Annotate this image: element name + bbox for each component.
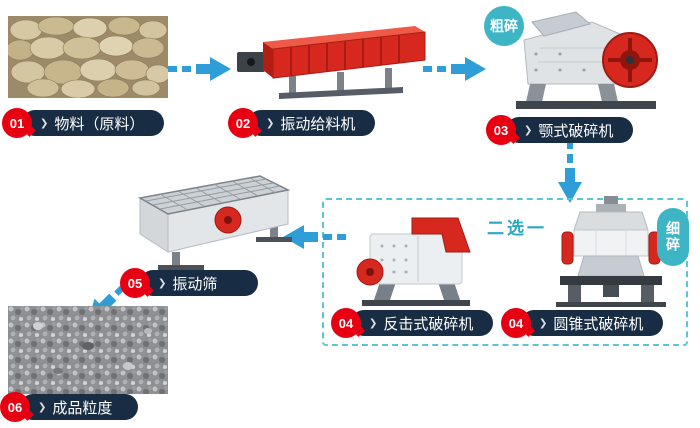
step-02-label-pill: ❯ 振动给料机 — [248, 110, 376, 136]
chevron-icon: ❯ — [158, 277, 167, 289]
step-04-cone: 04 ❯ 圆锥式破碎机 — [501, 308, 664, 338]
stones-illustration — [8, 16, 168, 98]
vibrating-screen-icon — [137, 175, 292, 270]
step-06-number-badge: 06 — [0, 392, 30, 422]
step-06-label: 成品粒度 — [52, 399, 113, 417]
arrow-left-icon — [283, 225, 346, 249]
step-03-number-badge: 03 — [486, 115, 516, 145]
fine-crushing-badge: 细碎 — [657, 208, 689, 266]
chevron-icon: ❯ — [38, 401, 47, 413]
aggregate-illustration — [8, 306, 168, 394]
flow-arrow-right-2 — [423, 55, 487, 83]
step-03: 03 ❯ 颚式破碎机 — [486, 115, 634, 145]
finished-product-photo — [8, 306, 168, 394]
step-05: 05 ❯ 振动筛 — [120, 268, 258, 298]
chevron-icon: ❯ — [40, 117, 49, 129]
step-01-label: 物料（原料） — [54, 115, 145, 133]
impact-crusher-illustration — [352, 210, 482, 310]
step-04-cone-label: 圆锥式破碎机 — [553, 315, 644, 333]
impact-crusher-icon — [356, 217, 471, 306]
flow-arrow-left — [282, 223, 346, 251]
step-04-impact-label-pill: ❯ 反击式破碎机 — [351, 310, 494, 336]
step-01-number-badge: 01 — [2, 108, 32, 138]
step-02: 02 ❯ 振动给料机 — [228, 108, 376, 138]
cone-crusher-illustration — [556, 196, 666, 308]
coarse-crushing-badge: 粗碎 — [484, 6, 524, 46]
step-06-label-pill: ❯ 成品粒度 — [20, 394, 138, 420]
step-04-cone-label-pill: ❯ 圆锥式破碎机 — [521, 310, 664, 336]
step-03-label-pill: ❯ 颚式破碎机 — [506, 117, 634, 143]
step-02-label: 振动给料机 — [280, 115, 356, 133]
step-04-cone-number-badge: 04 — [501, 308, 531, 338]
vibrating-feeder-icon — [237, 26, 426, 99]
step-05-number-badge: 05 — [120, 268, 150, 298]
step-05-label-pill: ❯ 振动筛 — [140, 270, 258, 296]
flow-arrow-right-1 — [168, 55, 232, 83]
arrow-down-icon — [558, 140, 582, 203]
step-02-number-badge: 02 — [228, 108, 258, 138]
choose-one-label: 二选一 — [487, 219, 547, 238]
arrow-right-icon — [168, 57, 231, 81]
step-04-impact-label: 反击式破碎机 — [383, 315, 474, 333]
arrow-right-icon — [423, 57, 486, 81]
chevron-icon: ❯ — [266, 117, 275, 129]
step-05-label: 振动筛 — [172, 275, 218, 293]
step-01-label-pill: ❯ 物料（原料） — [22, 110, 165, 136]
step-04-impact: 04 ❯ 反击式破碎机 — [331, 308, 494, 338]
choose-one-box — [322, 198, 688, 346]
chevron-icon: ❯ — [369, 317, 378, 329]
raw-material-photo — [8, 16, 168, 98]
step-04-impact-number-badge: 04 — [331, 308, 361, 338]
vibrating-feeder-illustration — [233, 16, 428, 101]
jaw-crusher-icon — [516, 11, 658, 109]
cone-crusher-icon — [556, 196, 666, 307]
step-03-label: 颚式破碎机 — [538, 122, 614, 140]
chevron-icon: ❯ — [524, 124, 533, 136]
vibrating-screen-illustration — [112, 172, 292, 277]
step-06: 06 ❯ 成品粒度 — [0, 392, 138, 422]
jaw-crusher-illustration — [500, 4, 665, 112]
chevron-icon: ❯ — [539, 317, 548, 329]
flow-arrow-down — [556, 140, 584, 204]
step-01: 01 ❯ 物料（原料） — [2, 108, 165, 138]
